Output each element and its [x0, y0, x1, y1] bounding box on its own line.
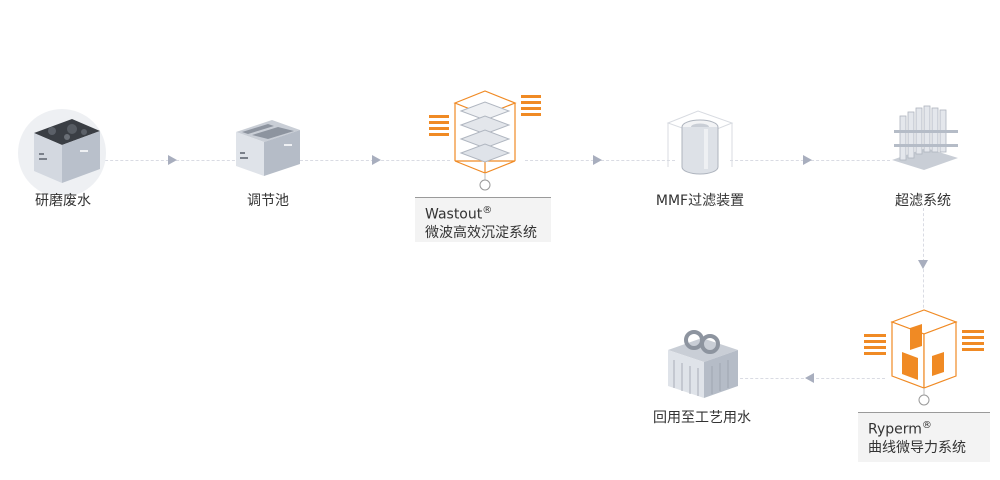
- arrow-2: [372, 155, 381, 165]
- wastout-info-box: Wastout® 微波高效沉淀系统: [415, 197, 551, 242]
- ryperm-system-illustration: [862, 300, 986, 412]
- grinding-tank-illustration: [12, 105, 114, 197]
- ryperm-brand-line: Ryperm®: [868, 417, 984, 439]
- arrow-5: [918, 260, 928, 269]
- node-label-grinding: 研磨废水: [35, 193, 91, 209]
- node-label-uf: 超滤系统: [895, 193, 951, 209]
- node-label-tank: 调节池: [247, 193, 289, 209]
- reuse-tank-illustration: [662, 322, 744, 402]
- arrow-3: [593, 155, 602, 165]
- wastout-brand: Wastout: [425, 206, 483, 223]
- ultrafiltration-illustration: [886, 100, 966, 180]
- arrow-6: [805, 373, 814, 383]
- arrow-4: [803, 155, 812, 165]
- arrow-1: [168, 155, 177, 165]
- ryperm-brand: Ryperm: [868, 421, 922, 438]
- ryperm-desc: 曲线微导力系统: [868, 439, 966, 456]
- node-label-reuse: 回用至工艺用水: [653, 410, 751, 426]
- ryperm-info-box: Ryperm® 曲线微导力系统: [858, 412, 990, 462]
- wastout-system-illustration: [425, 85, 545, 195]
- node-label-mmf: MMF过滤装置: [655, 193, 745, 209]
- ryperm-reg-mark: ®: [921, 420, 932, 431]
- equalization-tank-illustration: [228, 112, 308, 182]
- wastout-desc: 微波高效沉淀系统: [425, 224, 537, 241]
- wastout-brand-line: Wastout®: [425, 202, 545, 224]
- mmf-filter-illustration: [662, 105, 742, 185]
- wastout-reg-mark: ®: [482, 205, 493, 216]
